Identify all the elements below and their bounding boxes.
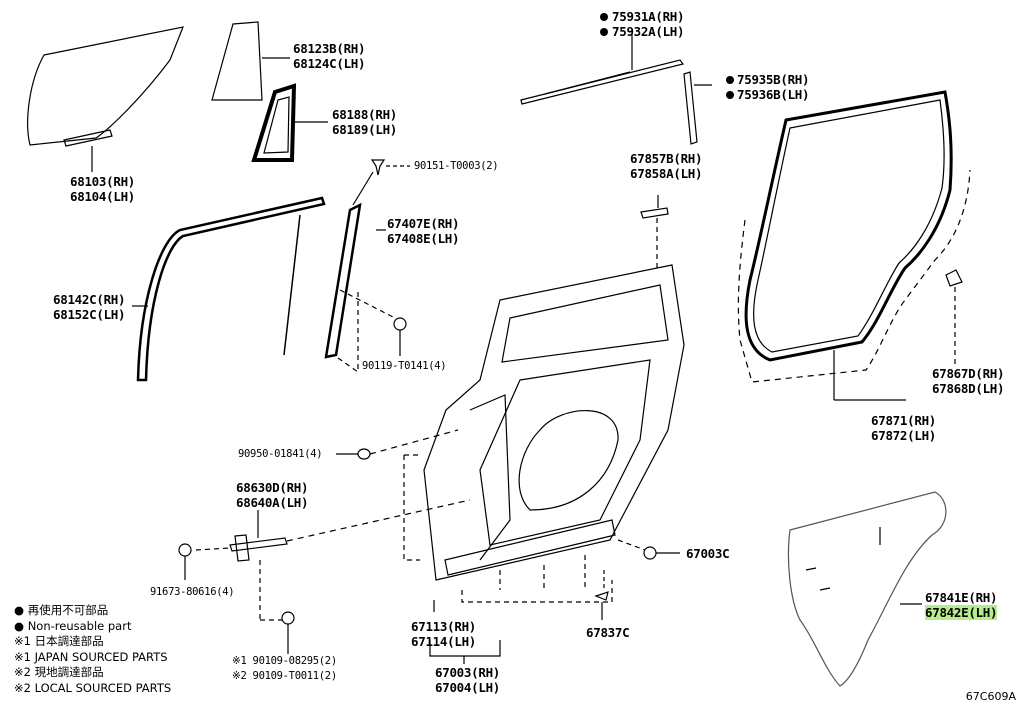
label-glass: 68103(RH) 68104(LH)	[70, 174, 135, 204]
check-assy-lh: 68640A(LH)	[236, 495, 309, 510]
label-bolt-channel: 90119-T0141(4)	[362, 359, 447, 374]
quarter-glass-rh: 68123B(RH)	[293, 41, 366, 56]
door-panel-shape	[423, 264, 685, 581]
run-channel-lh: 68152C(LH)	[53, 307, 126, 322]
hinge-bracket-rh: 67857B(RH)	[630, 151, 703, 166]
quarter-weatherstrip-lh: 68189(LH)	[332, 122, 398, 137]
quarter-weatherstrip-rh: 68188(RH)	[332, 107, 398, 122]
clip-bottom-number: 67837C	[586, 625, 630, 640]
clip-weather-rh: 67867D(RH)	[932, 366, 1005, 381]
label-clip-bottom: 67837C	[586, 625, 630, 640]
weatherstrip-lh: 67872(LH)	[871, 428, 937, 443]
run-channel-rh: 68142C(RH)	[53, 292, 126, 307]
bolt-check-number: 91673-80616(4)	[150, 586, 235, 598]
door-panel-lh: 67004(LH)	[435, 680, 501, 695]
quarter-glass-shape	[211, 21, 263, 101]
weatherstrip-rh: 67871(RH)	[871, 413, 937, 428]
label-weatherstrip: 67871(RH) 67872(LH)	[871, 413, 936, 443]
label-door-panel: 67003(RH) 67004(LH)	[435, 665, 500, 695]
label-clip-weather: 67867D(RH) 67868D(LH)	[932, 366, 1005, 396]
run-channel-shape	[136, 196, 326, 382]
belt-moulding-lh: 75932A(LH)	[612, 24, 685, 39]
label-hinge-bracket: 67857B(RH) 67858A(LH)	[630, 151, 703, 181]
frame-moulding-lh: 75936B(LH)	[737, 87, 810, 102]
belt-moulding-shape	[520, 59, 685, 105]
frame-moulding-rh: 75935B(RH)	[737, 72, 810, 87]
bolt-channel-number: 90119-T0141(4)	[362, 360, 447, 372]
label-check-assy: 68630D(RH) 68640A(LH)	[236, 480, 309, 510]
label-plug-small: 67003C	[686, 546, 730, 561]
door-glass-shape	[27, 26, 184, 146]
legend-line-4: ※1 JAPAN SOURCED PARTS	[14, 649, 168, 664]
legend: ● 再使用不可部品 ● Non-reusable part ※1 日本調達部品 …	[14, 603, 171, 696]
legend-line-1: ● 再使用不可部品	[14, 603, 109, 617]
service-hole-cover-lh: 67842E(LH)	[925, 605, 998, 620]
rear-channel-rh: 67407E(RH)	[387, 216, 460, 231]
door-panel-rh: 67003(RH)	[435, 665, 501, 680]
glass-rh: 68103(RH)	[70, 174, 136, 189]
frame-moulding-shape	[683, 71, 698, 145]
panel-sub-rh: 67113(RH)	[411, 619, 477, 634]
rear-channel-lh: 67408E(LH)	[387, 231, 460, 246]
label-panel-sub: 67113(RH) 67114(LH)	[411, 619, 476, 649]
legend-line-3: ※1 日本調達部品	[14, 634, 104, 648]
label-bolt-hinge: ※1 90109-08295(2) ※2 90109-T0011(2)	[232, 654, 337, 684]
check-assy-rh: 68630D(RH)	[236, 480, 309, 495]
service-hole-cover-rh: 67841E(RH)	[925, 590, 998, 605]
label-service-hole-cover: 67841E(RH) 67842E(LH)	[925, 590, 998, 620]
glass-lh: 68104(LH)	[70, 189, 136, 204]
legend-line-6: ※2 LOCAL SOURCED PARTS	[14, 680, 172, 695]
label-quarter-weatherstrip: 68188(RH) 68189(LH)	[332, 107, 397, 137]
bolt-hinge-1: ※1 90109-08295(2)	[232, 655, 337, 667]
reference-code: 67C609A	[965, 690, 1016, 703]
label-quarter-glass: 68123B(RH) 68124C(LH)	[293, 41, 366, 71]
weatherstrip-shape	[744, 90, 953, 362]
plug-small-number: 67003C	[686, 546, 730, 561]
label-plug: 90950-01841(4)	[238, 447, 323, 462]
label-bolt-check: 91673-80616(4)	[150, 585, 235, 600]
label-rear-channel: 67407E(RH) 67408E(LH)	[387, 216, 460, 246]
quarter-glass-lh: 68124C(LH)	[293, 56, 366, 71]
quarter-weatherstrip-shape	[251, 83, 297, 162]
rear-channel-shape	[324, 202, 362, 359]
plug-number: 90950-01841(4)	[238, 448, 323, 460]
label-belt-moulding: 75931A(RH) 75932A(LH)	[612, 9, 685, 39]
service-hole-cover-shape	[787, 491, 947, 687]
hinge-bracket-lh: 67858A(LH)	[630, 166, 703, 181]
label-frame-moulding: 75935B(RH) 75936B(LH)	[737, 72, 810, 102]
panel-sub-lh: 67114(LH)	[411, 634, 477, 649]
legend-line-5: ※2 現地調達部品	[14, 665, 104, 679]
label-run-channel: 68142C(RH) 68152C(LH)	[53, 292, 126, 322]
belt-moulding-rh: 75931A(RH)	[612, 9, 685, 24]
screw-top-number: 90151-T0003(2)	[414, 160, 499, 172]
legend-line-2: ● Non-reusable part	[14, 618, 132, 633]
label-screw-top: 90151-T0003(2)	[414, 159, 499, 174]
clip-weather-lh: 67868D(LH)	[932, 381, 1005, 396]
bolt-hinge-2: ※2 90109-T0011(2)	[232, 670, 337, 682]
